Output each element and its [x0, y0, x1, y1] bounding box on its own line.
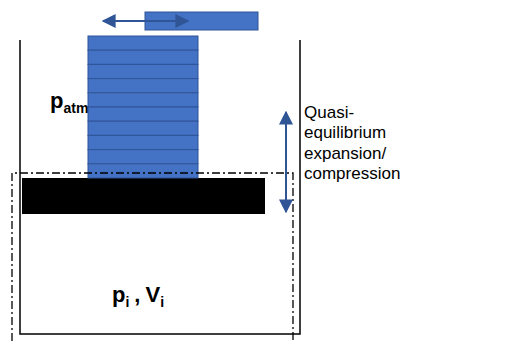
system-boundary: [12, 173, 293, 341]
piston: [22, 178, 265, 214]
weight-plate: [88, 36, 198, 50]
weight-plate: [88, 135, 198, 149]
pressure-subscript: atm: [63, 101, 88, 115]
motion-arrow: [285, 112, 287, 212]
weight-plate: [88, 64, 198, 78]
separator: ,: [134, 284, 140, 306]
weight-plate: [88, 164, 198, 178]
pressure-subscript: i: [125, 295, 129, 309]
pressure-symbol: p: [112, 284, 125, 306]
weight-stack: [88, 36, 198, 178]
process-note: Quasi-equilibrium expansion/ compression: [304, 103, 414, 185]
weight-plate: [88, 93, 198, 107]
weight-plate: [88, 107, 198, 121]
weight-plate: [88, 50, 198, 64]
volume-subscript: i: [160, 295, 164, 309]
weight-shift-arrow: [103, 20, 188, 22]
weight-plate: [88, 121, 198, 135]
cylinder-walls: [20, 40, 300, 334]
pressure-symbol: p: [50, 90, 63, 112]
volume-symbol: V: [145, 284, 160, 306]
weight-plate: [88, 79, 198, 93]
weight-plate: [88, 150, 198, 164]
